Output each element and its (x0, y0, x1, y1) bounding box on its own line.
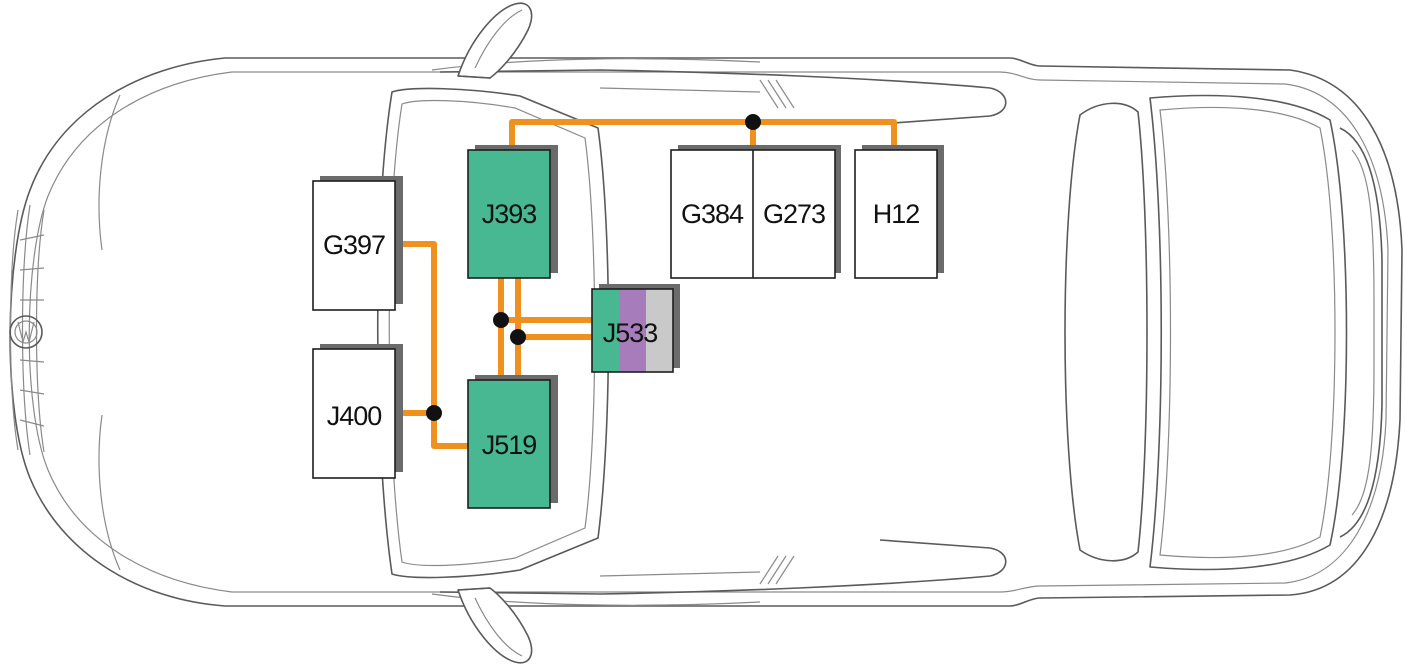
wire-j393-top-bus (509, 119, 897, 150)
component-g384-g273: G384 G273 (670, 145, 841, 279)
component-h12: H12 (854, 145, 944, 279)
mirror-left-top (457, 2, 533, 79)
component-j400: J400 (312, 344, 403, 479)
junction-node (745, 114, 761, 130)
component-j393: J393 (467, 145, 558, 279)
component-j393-label: J393 (482, 199, 537, 229)
component-g273-label: G273 (763, 199, 825, 229)
junction-node (426, 405, 442, 421)
component-g384-label: G384 (681, 199, 744, 229)
wire-g397-j519 (398, 241, 470, 449)
component-j533: J533 (591, 284, 680, 373)
car-body-outline (9, 57, 1403, 607)
wire-junctions (426, 114, 761, 421)
vw-logo (9, 315, 43, 349)
component-j519: J519 (467, 375, 558, 509)
component-j400-label: J400 (327, 401, 382, 431)
component-j519-label: J519 (482, 430, 537, 460)
junction-node (510, 329, 526, 345)
junction-node (493, 312, 509, 328)
component-h12-label: H12 (873, 199, 920, 229)
component-j533-label: J533 (603, 318, 658, 348)
component-g397-label: G397 (323, 230, 385, 260)
mirror-right-bottom (457, 587, 533, 664)
component-g397: G397 (312, 176, 403, 311)
